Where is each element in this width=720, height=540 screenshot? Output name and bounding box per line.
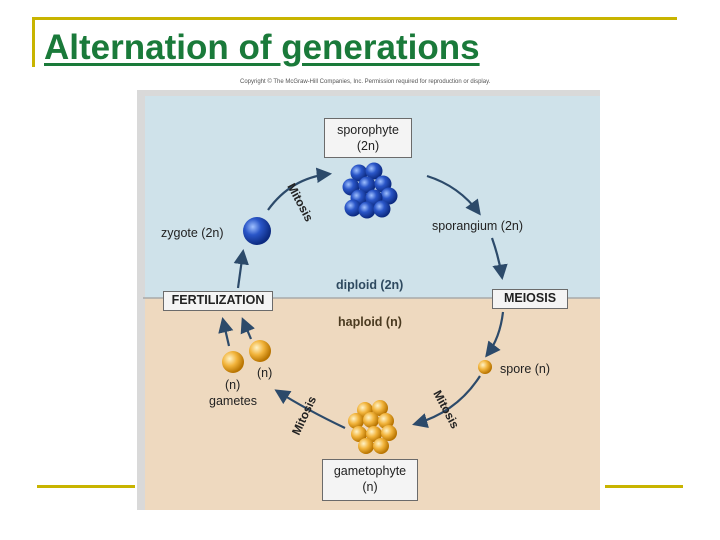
diploid-label: diploid (2n) [336,278,404,292]
sporophyte-ploidy-label: (2n) [356,139,380,153]
fertilization-label-box: FERTILIZATION [163,291,273,311]
meiosis-label-box: MEIOSIS [492,289,568,309]
frame-bottom-left-line [37,485,135,488]
gamete-ploidy-right-label: (n) [257,366,273,380]
gamete-ploidy-left-label: (n) [225,378,241,392]
sporophyte-label-box: sporophyte (2n) [324,118,412,158]
arrow-meiosis-to-spore [485,311,505,358]
sporangium-label: sporangium (2n) [432,219,524,233]
arrow-spore-to-gametophyte [412,375,481,429]
sporophyte-cell-cluster [342,162,398,219]
gametophyte-ploidy-label: (n) [362,480,378,494]
arrow-sporangium-to-meiosis [490,237,508,281]
gamete-cell-right [249,340,271,362]
gametophyte-label: gametophyte [333,464,407,478]
gametophyte-label-box: gametophyte (n) [322,459,418,501]
arrow-gamete-right-to-fertilization [240,317,255,340]
arrow-zygote-to-sporophyte [267,167,333,211]
gametes-label: gametes [209,394,257,408]
arrow-fertilization-to-zygote [233,248,249,289]
diagram-left-edge [137,90,145,510]
zygote-cell [243,217,271,245]
fertilization-label: FERTILIZATION [171,293,265,307]
arrow-gamete-left-to-fertilization [218,316,234,347]
arrow-gametophyte-to-gametes [274,389,346,429]
sporophyte-label: sporophyte [337,123,399,137]
zygote-label: zygote (2n) [161,226,224,240]
frame-left-line [32,17,35,67]
slide-title: Alternation of generations [44,28,480,67]
life-cycle-diagram: Mitosis Mitosis Mitosis sporophyte (2n) … [137,90,600,510]
arrow-sporophyte-to-sporangium [426,174,481,216]
diagram-top-edge [137,90,600,96]
spore-cell [478,360,492,374]
frame-bottom-right-line [605,485,683,488]
frame-top-line [32,17,677,20]
haploid-label: haploid (n) [338,315,402,329]
gametophyte-cell-cluster [348,400,397,454]
meiosis-label: MEIOSIS [503,291,557,305]
spore-label: spore (n) [500,362,551,376]
gamete-cell-left [222,351,244,373]
copyright-notice: Copyright © The McGraw-Hill Companies, I… [240,79,491,85]
